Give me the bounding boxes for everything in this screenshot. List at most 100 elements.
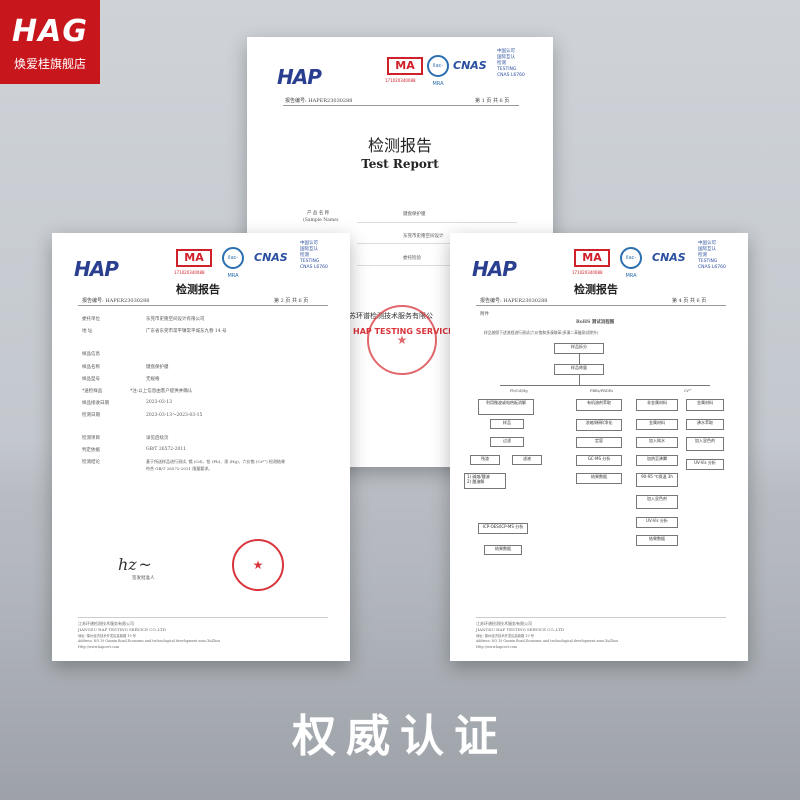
ilac-mark: ilac-MRA — [620, 247, 642, 279]
footer-line: Address: NO.19 Gaoxin Road,Economic and … — [78, 639, 221, 643]
footer-line: 江苏环谱检测技术服务有限公司 — [78, 621, 134, 626]
flow-node: 加入显色剂 — [636, 495, 678, 509]
flow-node: UV-Vis 分析 — [636, 517, 678, 528]
row-value: 东莞市史隆空间设计有限公司 — [146, 317, 205, 322]
flow-node: 加入纯水 — [636, 437, 678, 448]
footer-line: Http://www.hapcert.com — [78, 645, 119, 649]
brand-badge[interactable]: HAG 焕爱桂旗舰店 — [0, 0, 100, 84]
divider — [283, 105, 519, 106]
signature: hz ~ — [118, 555, 152, 574]
row-label: 检测结论 — [82, 460, 100, 465]
flow-branch-label: PBBs/PBDEs — [590, 389, 614, 393]
ma-number: 171020340088 — [572, 270, 603, 275]
flow-node: 有机溶剂萃取 — [576, 399, 622, 411]
brand-logo: HAG — [12, 14, 88, 49]
hap-logo: HAP — [472, 257, 517, 281]
report-title-cn: 检测报告 — [574, 283, 618, 296]
row-label: *送检样品 — [82, 389, 103, 394]
store-name: 焕爱桂旗舰店 — [13, 57, 86, 71]
flow-node: 样品称量 — [554, 364, 604, 375]
flow-connector — [579, 375, 580, 385]
report-number: 报告编号: HAPER23030288 — [480, 298, 548, 304]
flow-branch-label: Pb/Cd/Hg — [510, 389, 528, 393]
ma-mark: MA — [387, 57, 423, 75]
flow-node: 90-95 ℃保温 3h — [636, 473, 678, 487]
underline — [357, 243, 517, 244]
flow-node: 定容 — [576, 437, 622, 448]
footer-line: JIANGSU HAP TESTING SERVICE CO.,LTD — [476, 627, 565, 632]
row-label: 样品接收日期 — [82, 401, 109, 406]
flow-node: 结果数据 — [636, 535, 678, 546]
ilac-mark: ilac-MRA — [427, 55, 449, 87]
footer-line: Address: NO.19 Gaoxin Road,Economic and … — [476, 639, 619, 643]
flow-node: GC-MS 分析 — [576, 455, 622, 466]
headline: 权威认证 — [292, 711, 508, 762]
report-title-cn: 检测报告 — [367, 136, 432, 155]
report-page-4: HAP MA 171020340088 ilac-MRA CNAS 中国认可 国… — [450, 233, 748, 661]
row-label: 地 址 — [82, 329, 93, 334]
sample-name-label-en: (Sample Name) — [303, 218, 339, 223]
row-value: 无规格 — [146, 377, 160, 382]
footer-line: JIANGSU HAP TESTING SERVICE CO.,LTD — [78, 627, 167, 632]
flow-node: 浓缩/稀释/净化 — [576, 419, 622, 431]
row-label: 样品信息 — [82, 352, 100, 357]
row-label: 样品型号 — [82, 377, 100, 382]
flow-node: 残渣 — [470, 455, 500, 465]
flow-node: 利用微波或电热板消解 — [478, 399, 534, 415]
cnas-mark: CNAS — [254, 251, 288, 264]
row-value: GB/T 26572-2011 — [146, 447, 187, 452]
flow-node: 非金属材料 — [636, 399, 678, 411]
row-value: 2023-03-13 — [146, 400, 172, 405]
underline — [357, 222, 517, 223]
flow-branch-label: Cr⁶⁺ — [684, 389, 692, 393]
cnas-info: 中国认可 国际互认 检测 TESTING CNAS L6760 — [698, 241, 726, 270]
report-number: 报告编号: HAPER23030288 — [82, 298, 150, 304]
flow-node: 金属材料 — [636, 419, 678, 430]
flow-node: 结果数据 — [576, 473, 622, 484]
page-number: 第 1 页 共 6 页 — [475, 98, 510, 104]
sample-name-value: 键盘保护膜 — [403, 212, 426, 217]
row-label: 检测项目 — [82, 436, 100, 441]
footer-line: 地址: 徐州经济技术开发区高新路 19 号 — [476, 634, 534, 638]
row-value: 符合 GB/T 26572-2011 限量要求。 — [146, 466, 213, 471]
ma-number: 171020340088 — [174, 270, 205, 275]
ma-mark: MA — [574, 249, 610, 267]
seal-text: HAP TESTING SERVICE — [353, 327, 454, 336]
footer-line: 江苏环谱检测技术服务有限公司 — [476, 621, 532, 626]
flow-node: 过滤 — [490, 437, 524, 447]
ma-number: 171020340088 — [385, 78, 416, 83]
signer-label: 签发批准人 — [132, 576, 155, 581]
flow-node: 样品 — [490, 419, 524, 429]
cnas-mark: CNAS — [453, 59, 487, 72]
report-title-en: Test Report — [361, 157, 439, 171]
cnas-info: 中国认可 国际互认 检测 TESTING CNAS L6760 — [300, 241, 328, 270]
sample-name-label: 产 品 名 称 — [307, 211, 330, 216]
row-value: *注:以上信息由客户提供并确认 — [130, 389, 193, 394]
ilac-mark: ilac-MRA — [222, 247, 244, 279]
official-seal — [367, 305, 437, 375]
page-number: 第 4 页 共 6 页 — [672, 298, 707, 304]
footer-divider — [476, 617, 726, 618]
flow-node: 1) 碱熔/酸溶 2) 酸溶解 — [464, 473, 506, 489]
report-title-cn: 检测报告 — [176, 283, 220, 296]
flow-node: UV-Vis 分析 — [686, 459, 724, 470]
row-value: 键盘保护膜 — [146, 365, 169, 370]
flow-node: 金属材料 — [686, 399, 724, 411]
report-page-2: HAP MA 171020340088 ilac-MRA CNAS 中国认可 国… — [52, 233, 350, 661]
row-value: 2023-03-13～2023-03-15 — [146, 413, 203, 418]
flow-node: 滤液 — [512, 455, 542, 465]
flow-node: 沸水萃取 — [686, 419, 724, 430]
attachment-label: 附件 — [480, 312, 489, 317]
row-label: 委托单位 — [82, 317, 100, 322]
test-type-value: 委托检验 — [403, 256, 421, 261]
official-seal — [232, 539, 284, 591]
row-label: 样品名称 — [82, 365, 100, 370]
client-value: 东莞市史隆空间设计 — [403, 234, 444, 239]
flow-node: 结果数据 — [484, 545, 522, 555]
hap-logo: HAP — [277, 65, 322, 89]
flow-description: 样品按照下述流程进行测试(六价铬和多溴联苯/多溴二苯醚测试除外) — [484, 330, 599, 335]
flow-node: 样品拆分 — [554, 343, 604, 354]
row-value: 基于所送样品进行测试, 镉 (Cd)、铅 (Pb)、汞 (Hg)、六价铬 (Cr… — [146, 459, 285, 464]
flow-title: RoHS 测试流程图 — [576, 320, 615, 325]
footer-line: Http://www.hapcert.com — [476, 645, 517, 649]
